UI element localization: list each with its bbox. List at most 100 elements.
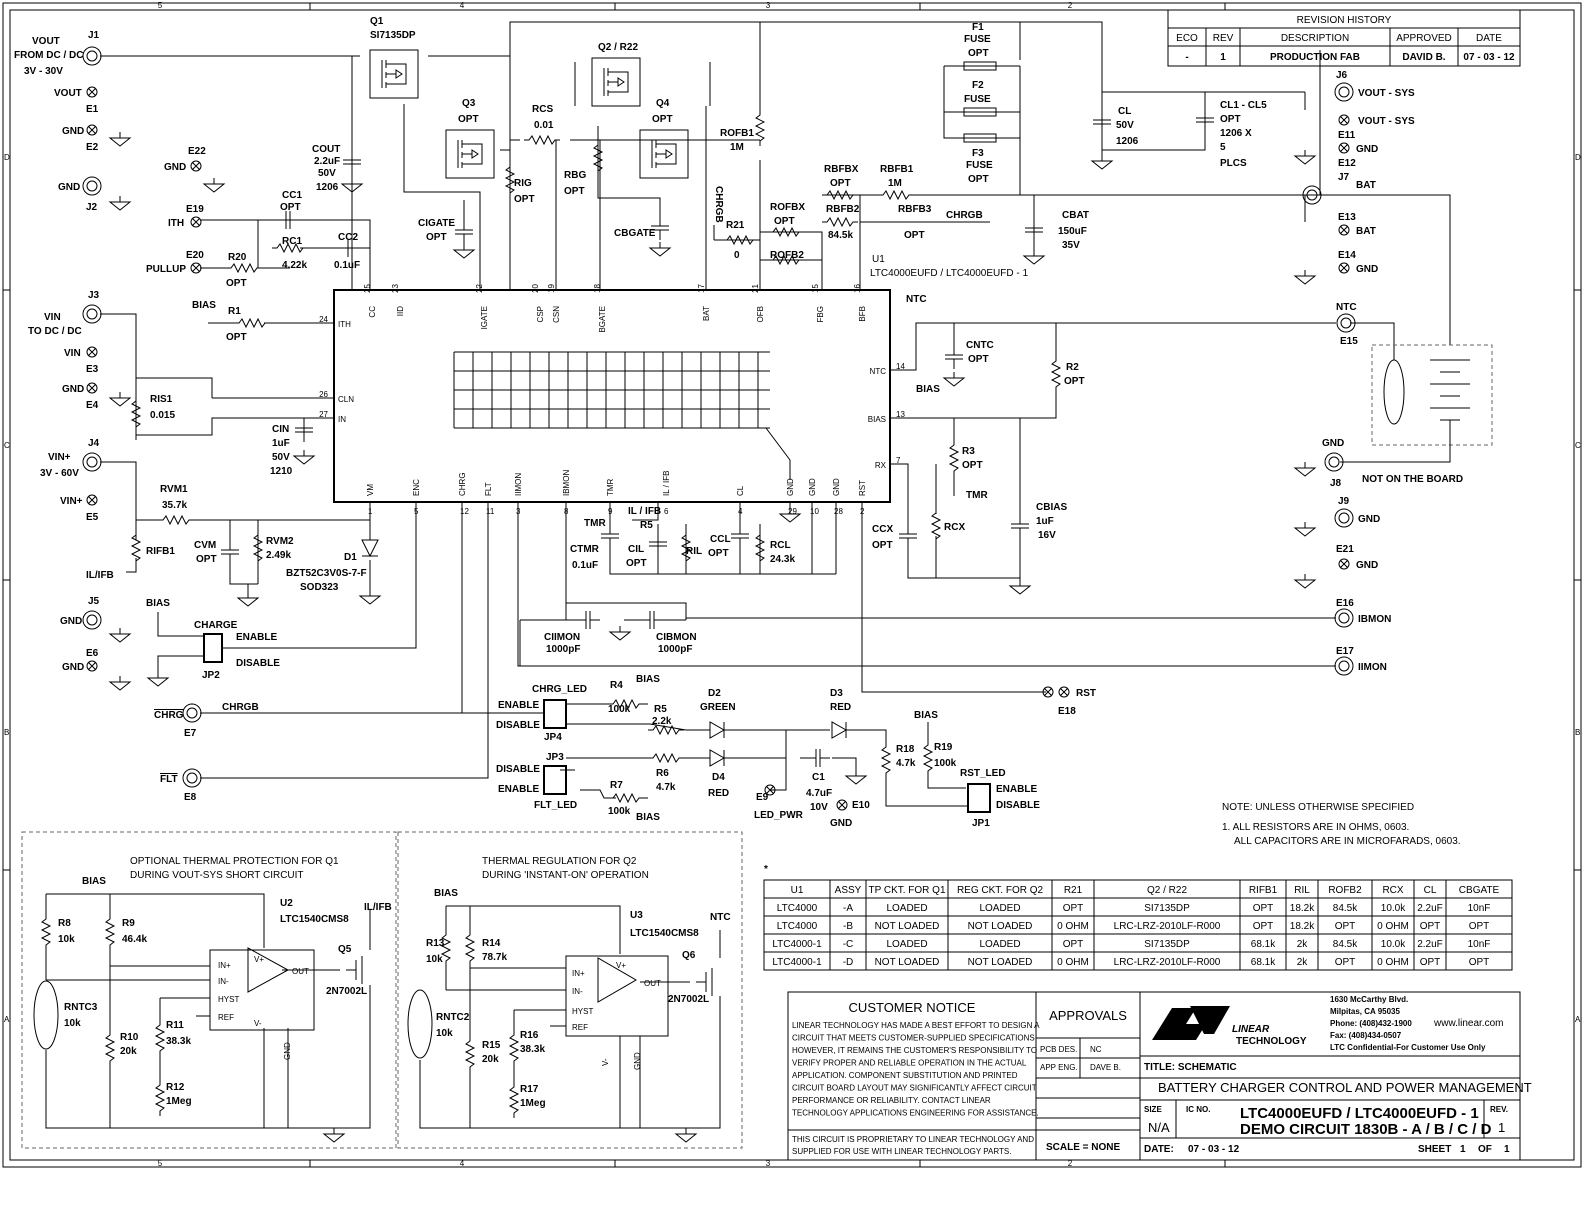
notice-line: VERIFY PROPER AND RELIABLE OPERATION IN …: [792, 1059, 1027, 1068]
asm-cell: -B: [843, 921, 853, 932]
u2-label: U2: [280, 898, 293, 909]
u1-pin-num-4: 4: [738, 507, 743, 516]
asm-cell: OPT: [1420, 921, 1441, 932]
of-number: 1: [1504, 1144, 1510, 1155]
rev-header-rev: REV: [1213, 33, 1234, 44]
voutsys-label-1: VOUT - SYS: [1358, 88, 1415, 99]
proprietary-1: THIS CIRCUIT IS PROPRIETARY TO LINEAR TE…: [792, 1135, 1034, 1144]
cl15-label: CL1 - CL5: [1220, 100, 1267, 111]
cin-value3: 1210: [270, 466, 293, 477]
u1-pin-num-6: 6: [664, 507, 669, 516]
zone-side-d: D: [4, 153, 10, 162]
j8-label: J8: [1330, 478, 1342, 489]
bat-label-1: BAT: [1356, 180, 1376, 191]
u1-pin-enc: ENC: [412, 479, 421, 496]
rev-label: REV.: [1490, 1105, 1508, 1114]
u1-pin-fbg: FBG: [816, 306, 825, 322]
sheet-number: 1: [1460, 1144, 1466, 1155]
u2-ref: REF: [218, 1013, 234, 1022]
disable-label-4: DISABLE: [996, 800, 1040, 811]
r7-value: 100k: [608, 806, 631, 817]
u1-pin-num-27: 27: [319, 410, 328, 419]
rbg-value: OPT: [564, 186, 585, 197]
rvm2-label: RVM2: [266, 536, 294, 547]
ctmr-label: CTMR: [570, 544, 600, 555]
e6-label: E6: [86, 648, 99, 659]
asm-cell: 2k: [1297, 957, 1309, 968]
ccx-label: CCX: [872, 524, 893, 535]
rcx-label: RCX: [944, 522, 965, 533]
e8-label: E8: [184, 792, 197, 803]
q5-label: Q5: [338, 944, 352, 955]
u1-pin-ilifb: IL / IFB: [662, 471, 671, 497]
e18-label: E18: [1058, 706, 1076, 717]
u1-pin-iimon: IIMON: [514, 473, 523, 496]
rbfb2-value: 84.5k: [828, 230, 853, 241]
rvm2-value: 2.49k: [266, 550, 291, 561]
e10-label: E10: [852, 800, 870, 811]
title-block: CUSTOMER NOTICE LINEAR TECHNOLOGY HAS MA…: [787, 991, 1532, 1161]
f2-label: F2: [972, 80, 984, 91]
linear-logo: LINEAR TECHNOLOGY: [1152, 1006, 1307, 1047]
u1-pin-gnd: GND: [808, 478, 817, 496]
component-symbols: [82, 46, 1493, 813]
asm-header-0: U1: [791, 885, 804, 896]
gnd-j5-label: GND: [60, 616, 82, 627]
cbat-voltage: 35V: [1062, 240, 1080, 251]
asm-cell: 0 OHM: [1057, 957, 1089, 968]
fax: Fax: (408)434-0507: [1330, 1031, 1402, 1040]
u1-pin-num-24: 24: [319, 315, 328, 324]
r4-value: 100k: [608, 704, 631, 715]
r13-label: R13: [426, 938, 445, 949]
gnd-e22-label: GND: [164, 162, 186, 173]
logo-sub: TECHNOLOGY: [1236, 1036, 1307, 1047]
zone-bot-2: 2: [1068, 1159, 1073, 1168]
gnd-e12-label: GND: [1356, 144, 1378, 155]
r2-value: OPT: [1064, 376, 1085, 387]
thermal-box-2-labels: THERMAL REGULATION FOR Q2 DURING 'INSTAN…: [426, 856, 731, 1109]
app-eng-label: APP ENG.: [1040, 1063, 1078, 1072]
u1-pin-num-26: 26: [319, 390, 328, 399]
rcs-value: 0.01: [534, 120, 554, 131]
r10-value: 20k: [120, 1046, 137, 1057]
u3-inp: IN+: [572, 969, 585, 978]
rntc2-value: 10k: [436, 1028, 453, 1039]
u1-pin-vm: VM: [366, 484, 375, 496]
u1-pin-num-3: 3: [516, 507, 521, 516]
revision-title: REVISION HISTORY: [1297, 15, 1392, 26]
q3-value: OPT: [458, 114, 479, 125]
pcb-des-value: NC: [1090, 1045, 1102, 1054]
zone-top-3: 3: [766, 1, 771, 10]
u1-pin-num-28: 28: [834, 507, 843, 516]
notice-line: LINEAR TECHNOLOGY HAS MADE A BEST EFFORT…: [792, 1021, 1040, 1030]
asm-header-9: RCX: [1382, 885, 1403, 896]
rev-rev: 1: [1220, 52, 1226, 63]
asm-cell: LOADED: [979, 903, 1020, 914]
asm-header-2: TP CKT. FOR Q1: [868, 885, 945, 896]
u1-pin-num-5: 5: [414, 507, 419, 516]
size-label: SIZE: [1144, 1105, 1162, 1114]
q6-value: 2N7002L: [668, 994, 709, 1005]
u1-pin-cc: CC: [368, 306, 377, 318]
date-value: 07 - 03 - 12: [1188, 1144, 1240, 1155]
disable-label-2: DISABLE: [496, 720, 540, 731]
asm-cell: 10nF: [1468, 939, 1491, 950]
cout-value1: 2.2uF: [314, 156, 340, 167]
ntc2-label: NTC: [1336, 302, 1357, 313]
from-dcdc-label: FROM DC / DC: [14, 50, 83, 61]
u3-gnd: GND: [633, 1052, 642, 1070]
cl-value: 50V: [1116, 120, 1134, 131]
title-label: TITLE: SCHEMATIC: [1144, 1062, 1237, 1073]
u1-pin-num-16: 16: [853, 283, 862, 292]
asm-cell: OPT: [1469, 957, 1490, 968]
asm-cell: 84.5k: [1333, 903, 1358, 914]
q5-value: 2N7002L: [326, 986, 367, 997]
gnd-e14-label: GND: [1356, 264, 1378, 275]
u1-pin-tmr: TMR: [606, 478, 615, 496]
rev-approved: DAVID B.: [1402, 52, 1445, 63]
zone-rside-c: C: [1575, 441, 1581, 450]
ibmon-label: IBMON: [1358, 614, 1391, 625]
asm-header-5: Q2 / R22: [1147, 885, 1187, 896]
